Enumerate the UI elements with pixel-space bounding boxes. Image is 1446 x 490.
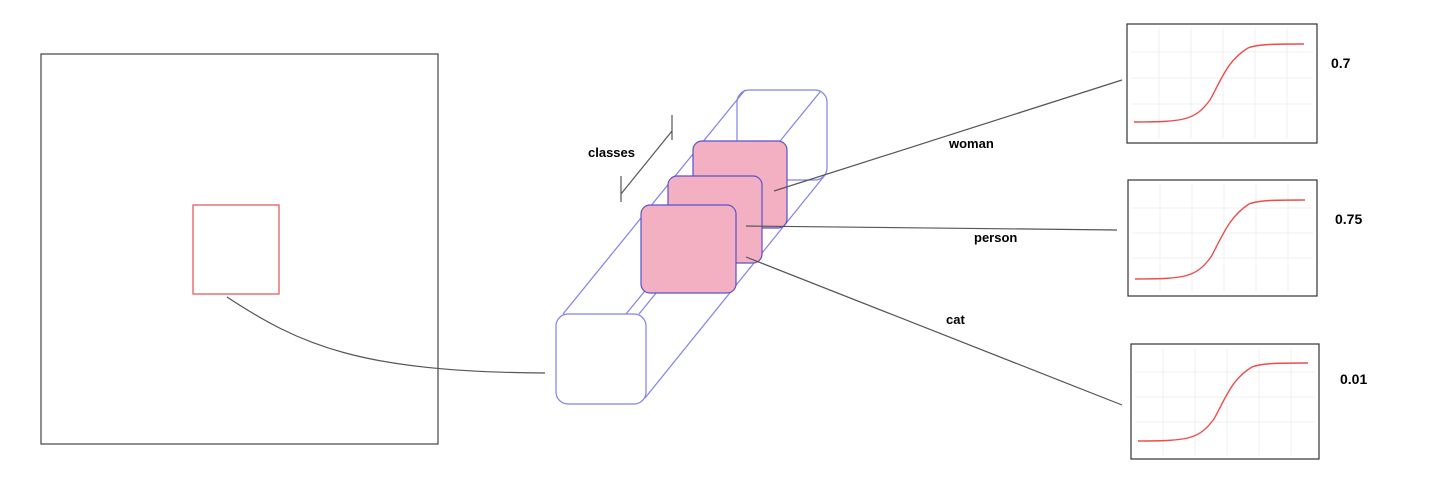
input-image xyxy=(40,53,439,445)
sigmoid-plot-woman xyxy=(1126,23,1318,144)
plot-frame xyxy=(1126,23,1318,144)
woman-connector xyxy=(773,79,1123,192)
sigmoid-curve xyxy=(1133,43,1305,123)
sigmoid-plot-cat xyxy=(1130,343,1320,460)
class-label-person: person xyxy=(974,230,1017,245)
person-connector xyxy=(745,225,1118,231)
sigmoid-plot-person xyxy=(1127,179,1318,297)
tensor-front-face xyxy=(555,313,647,405)
sigmoid-curve xyxy=(1137,362,1309,442)
anchor-to-tensor-connector xyxy=(226,296,546,374)
score-woman: 0.7 xyxy=(1331,55,1351,71)
cell-to-plot-connectors xyxy=(745,79,1123,406)
anchor-box xyxy=(192,204,280,295)
classes-label: classes xyxy=(588,145,635,160)
score-person: 0.75 xyxy=(1335,211,1362,227)
class-cell-cat xyxy=(640,204,737,294)
sigmoid-curve xyxy=(1134,199,1306,280)
class-cells xyxy=(640,140,788,294)
plot-grid xyxy=(1135,348,1315,455)
cat-connector xyxy=(745,256,1123,406)
tensor-edge-top-left xyxy=(562,89,746,315)
score-cat: 0.01 xyxy=(1340,371,1367,387)
classes-dimension-line xyxy=(620,130,673,195)
class-label-woman: woman xyxy=(948,136,994,151)
plot-grid xyxy=(1132,184,1313,292)
image-frame xyxy=(40,53,439,445)
class-label-cat: cat xyxy=(946,312,965,327)
classes-dimension-marker xyxy=(620,115,673,202)
